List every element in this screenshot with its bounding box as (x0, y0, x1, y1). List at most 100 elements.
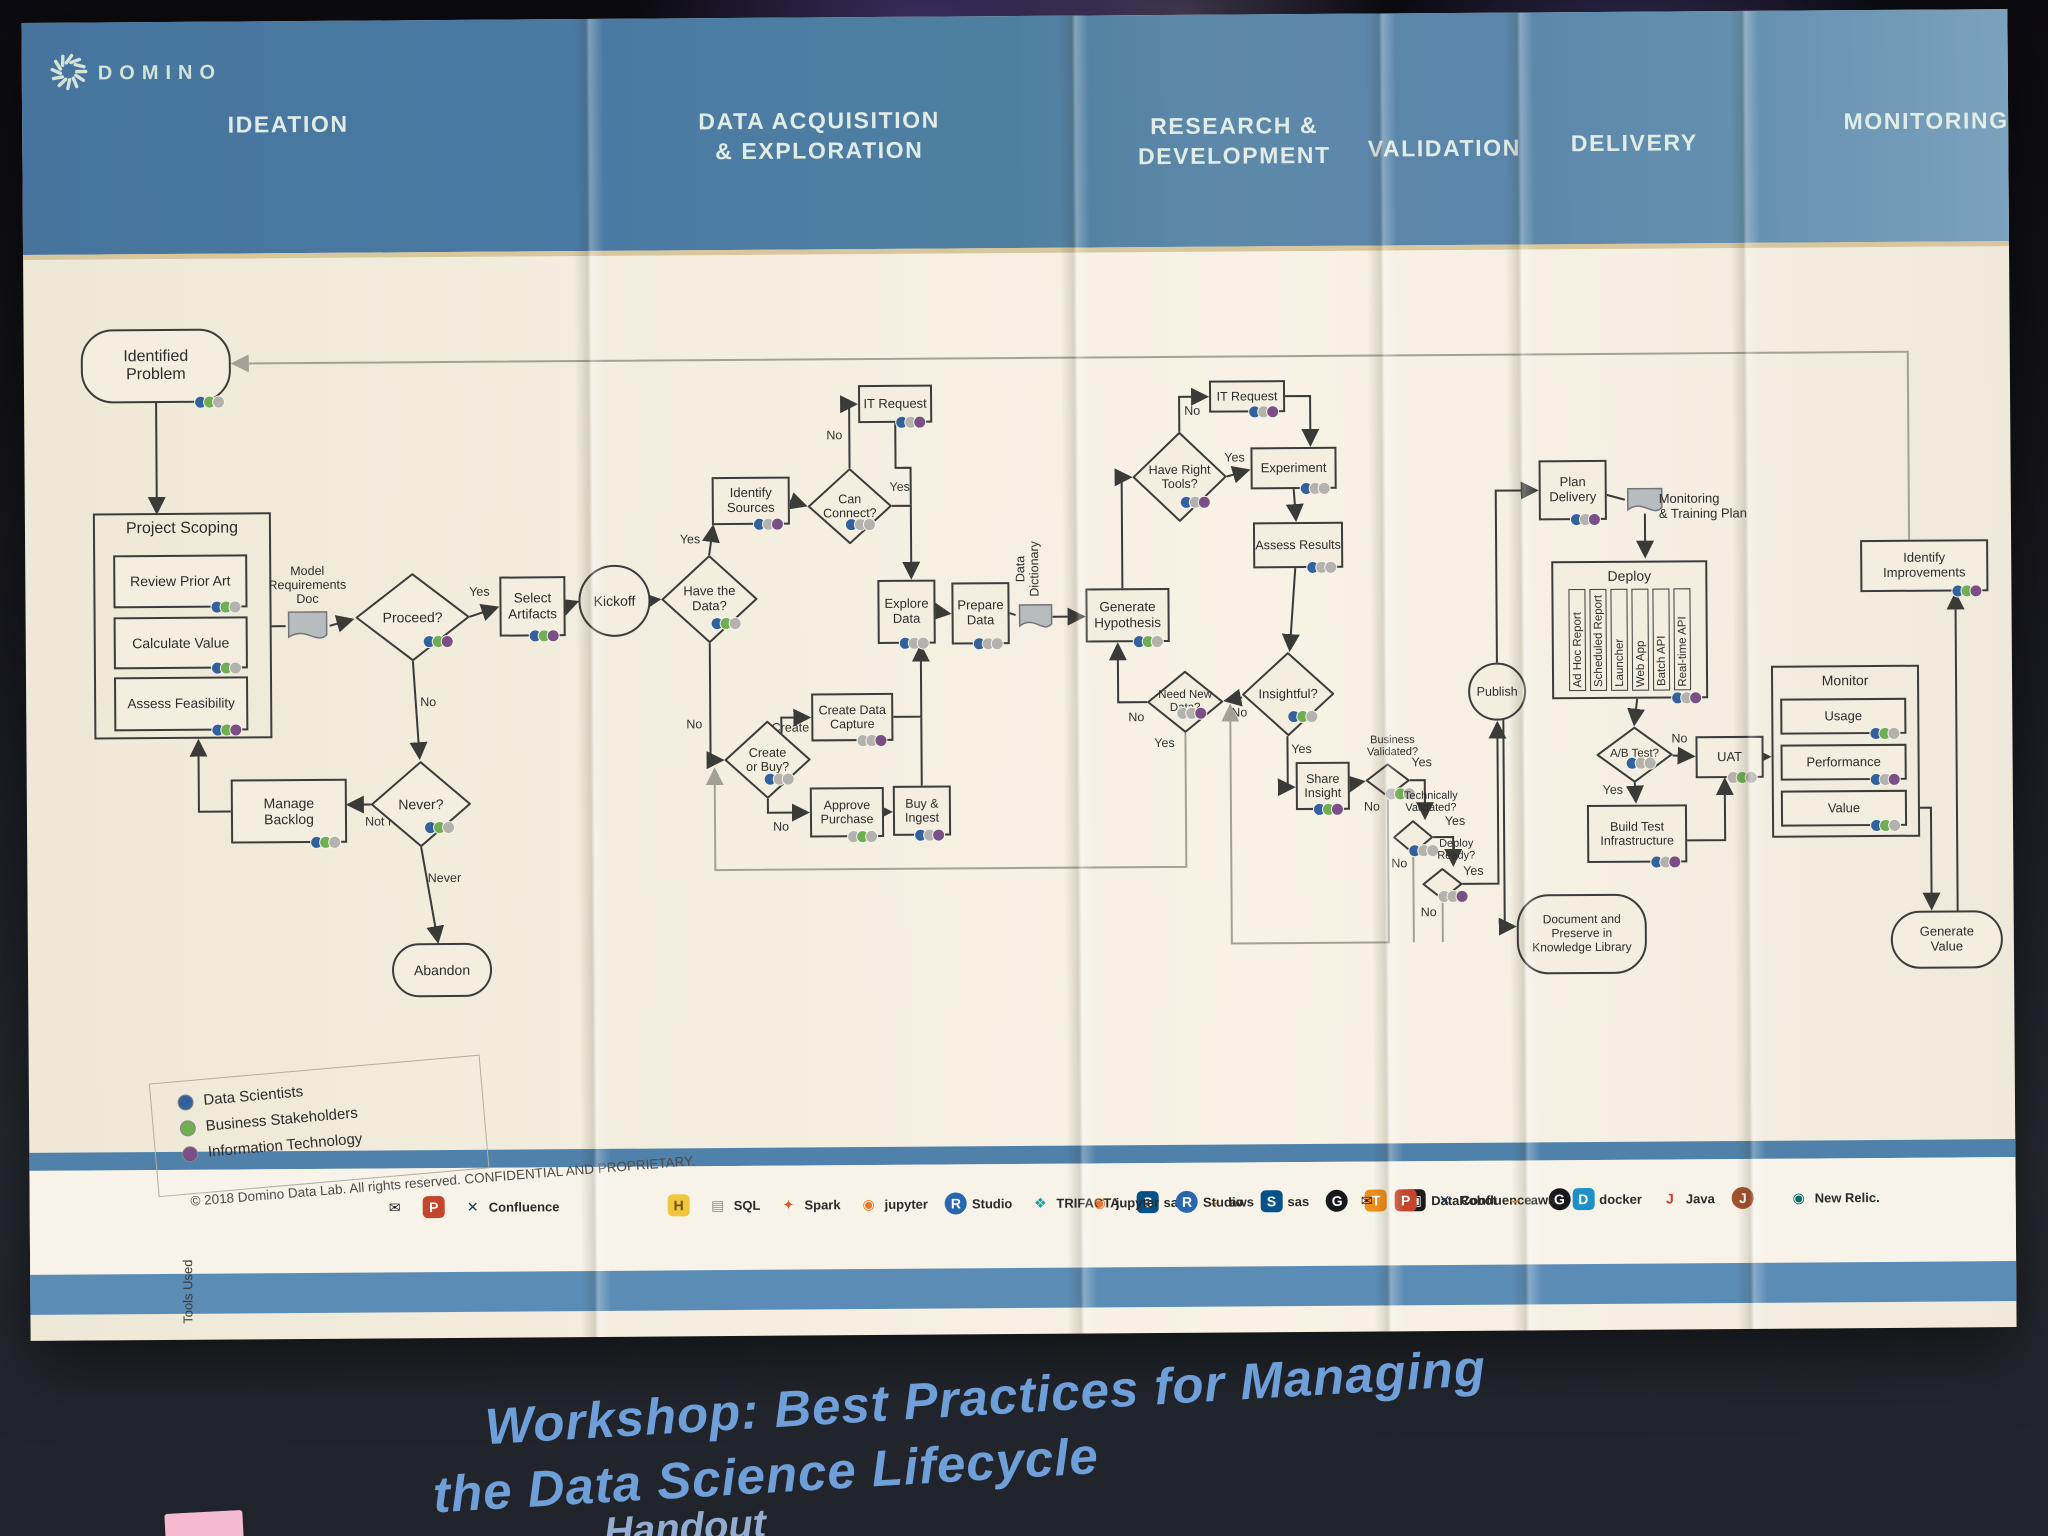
plan-delivery-role-dots (1569, 512, 1601, 527)
uat: UAT (1695, 735, 1764, 785)
role-dot-na (865, 829, 879, 844)
legend-label: Business Stakeholders (204, 1104, 359, 1135)
spark-label: Spark (804, 1196, 841, 1213)
role-dot-na (862, 517, 876, 532)
create-or-buy: Create or Buy? (724, 720, 812, 800)
it-request-data-role-dots (895, 415, 927, 429)
svg-text:Yes: Yes (1411, 755, 1432, 769)
create-or-buy-label: Create or Buy? (746, 745, 790, 774)
can-connect: Can Connect? (807, 467, 893, 545)
approve-purchase-role-dots (847, 829, 879, 844)
technically-validated (1392, 819, 1440, 858)
assess-results-role-dots (1306, 560, 1338, 574)
data-dictionary (1018, 604, 1053, 630)
manage-backlog: Manage Backlog (230, 778, 348, 849)
role-dot-na (328, 835, 342, 849)
svg-text:Yes: Yes (1603, 783, 1624, 797)
role-dot-na (1324, 560, 1338, 574)
role-dot-it (546, 629, 560, 643)
aws-label: aws (1530, 1191, 1556, 1207)
aws-icon: ⌣ (1510, 1191, 1520, 1208)
never-label: Never? (398, 795, 444, 813)
deploy-ready (1421, 867, 1469, 904)
github-icon: G (1326, 1189, 1349, 1212)
role-dot-na (990, 637, 1004, 651)
svg-text:Yes: Yes (889, 480, 910, 494)
never-role-dots (424, 820, 456, 835)
svg-text:Yes: Yes (1224, 450, 1245, 464)
jupyter-icon: ◉ (862, 1195, 875, 1212)
role-dot-na (1744, 770, 1758, 784)
monitoring-training-plan (1626, 487, 1663, 514)
jupyter-icon: ◉ (1093, 1193, 1106, 1210)
it-request-rnd: IT Request (1208, 380, 1286, 419)
proceed: Proceed? (354, 572, 471, 662)
java-label: Java (1685, 1190, 1715, 1206)
approve-purchase-label: Approve Purchase (820, 797, 874, 827)
powerpoint-icon: P (1394, 1189, 1417, 1212)
identify-sources-label: Identify Sources (726, 484, 775, 516)
plan-delivery: Plan Delivery (1538, 459, 1607, 527)
role-dot-it (1887, 772, 1901, 786)
calculate-value: Calculate Value (113, 616, 248, 675)
role-dot-na (442, 820, 456, 835)
performance: Performance (1780, 743, 1907, 787)
docker-label: docker (1599, 1191, 1642, 1207)
role-dot-it (440, 634, 454, 649)
jupyter-tool: ◉ jupyter (1089, 1191, 1160, 1213)
role-dot-it (913, 415, 927, 429)
table-edge-highlight (164, 1509, 244, 1536)
sql-label: SQL (733, 1197, 761, 1213)
docker-icon: D (1572, 1187, 1595, 1211)
identified-problem: Identified Problem (80, 328, 232, 409)
hadoop-tool: H (667, 1194, 690, 1217)
role-dot-na (728, 616, 742, 631)
confluence-tool: ✕Confluence (462, 1195, 560, 1218)
confluence-icon: ✕ (1438, 1191, 1451, 1208)
performance-role-dots (1869, 772, 1901, 787)
svg-text:No: No (1128, 710, 1144, 724)
trifacta-icon: ❖ (1034, 1194, 1047, 1211)
share-insight-label: Share Insight (1304, 771, 1342, 801)
create-data-capture-label: Create Data Capture (818, 702, 886, 732)
publish-label: Publish (1476, 684, 1518, 699)
plan-delivery-label: Plan Delivery (1549, 474, 1597, 505)
build-test-infrastructure-role-dots (1650, 855, 1682, 869)
value-role-dots (1870, 818, 1902, 833)
proceed-role-dots (422, 634, 454, 649)
jupyter-label: jupyter (884, 1196, 928, 1212)
email-tool: ✉ (384, 1196, 406, 1218)
role-dot-na (1643, 756, 1657, 770)
technically-validated-role-dots (1408, 844, 1440, 858)
newrelic-tool: ◉New Relic. (1788, 1186, 1880, 1209)
explore-data: Explore Data (877, 579, 936, 650)
build-test-infrastructure-label: Build Test Infrastructure (1600, 819, 1675, 848)
have-the-data: Have the Data? (660, 554, 758, 644)
kickoff-label: Kickoff (593, 592, 636, 609)
role-dot-it (1587, 512, 1601, 527)
role-dot-na (1887, 726, 1901, 740)
jupyter-tool: ◉ jupyter (857, 1193, 928, 1215)
have-right-tools-label: Have Right Tools? (1148, 462, 1211, 491)
select-artifacts: Select Artifacts (499, 576, 566, 643)
insightful: Insightful? (1241, 651, 1335, 737)
jupyter-label: jupyter (1115, 1194, 1160, 1210)
role-dot-na (916, 636, 930, 650)
identify-improvements-label: Identify Improvements (1883, 549, 1966, 580)
generate-hypothesis: Generate Hypothesis (1085, 587, 1170, 649)
identify-sources: Identify Sources (711, 476, 790, 531)
tools-used-label: Tools Used (180, 1259, 196, 1324)
role-dot-it (1330, 802, 1344, 816)
identify-sources-role-dots (752, 517, 784, 531)
role-dot-na (1150, 634, 1164, 649)
role-dot-it (770, 517, 784, 531)
create-data-capture-role-dots (856, 733, 888, 748)
explore-data-label: Explore Data (884, 595, 929, 626)
generate-value: Generate Value (1890, 910, 2004, 969)
generate-hypothesis-label: Generate Hypothesis (1094, 599, 1162, 631)
legend-dot-ds (176, 1093, 195, 1111)
buy-ingest-label: Buy & Ingest (904, 796, 940, 825)
